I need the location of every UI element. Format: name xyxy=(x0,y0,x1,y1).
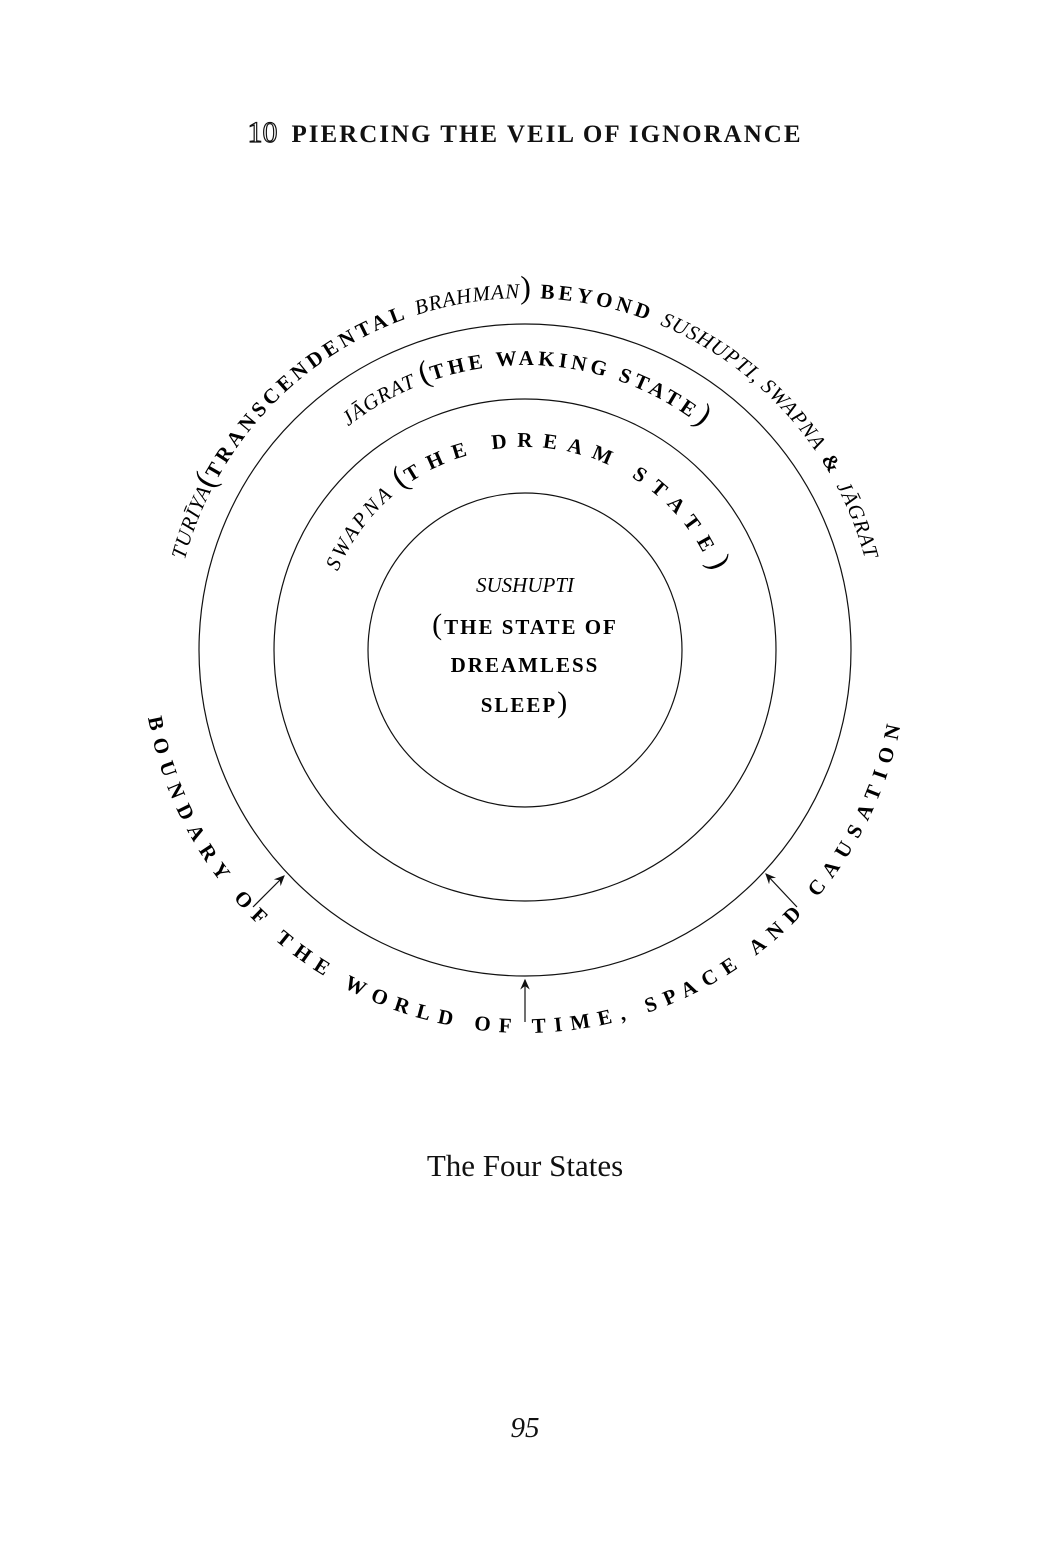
figure-caption: The Four States xyxy=(426,1148,624,1183)
outer-circle xyxy=(198,323,852,977)
arrow-right xyxy=(765,873,798,908)
sushupti-line3: SLEEP) xyxy=(481,686,570,719)
jagrat-label: JĀGRAT (THE WAKING STATE) xyxy=(337,346,720,432)
sushupti-name: SUSHUPTI xyxy=(476,573,575,597)
middle-circle xyxy=(273,398,777,902)
running-header: 10 PIERCING THE VEIL OF IGNORANCE xyxy=(0,115,1050,150)
page-number: 95 xyxy=(510,1412,540,1444)
inner-circle xyxy=(367,492,683,808)
chapter-number: 10 xyxy=(247,115,278,149)
sushupti-line1: (THE STATE OF xyxy=(432,608,618,641)
chapter-title: PIERCING THE VEIL OF IGNORANCE xyxy=(291,121,803,148)
arrow-left xyxy=(252,875,285,908)
sushupti-line2: DREAMLESS xyxy=(451,653,600,677)
turiya-label: TURĪYA(TRANSCENDENTAL BRAHMAN) BEYOND SU… xyxy=(166,269,883,562)
